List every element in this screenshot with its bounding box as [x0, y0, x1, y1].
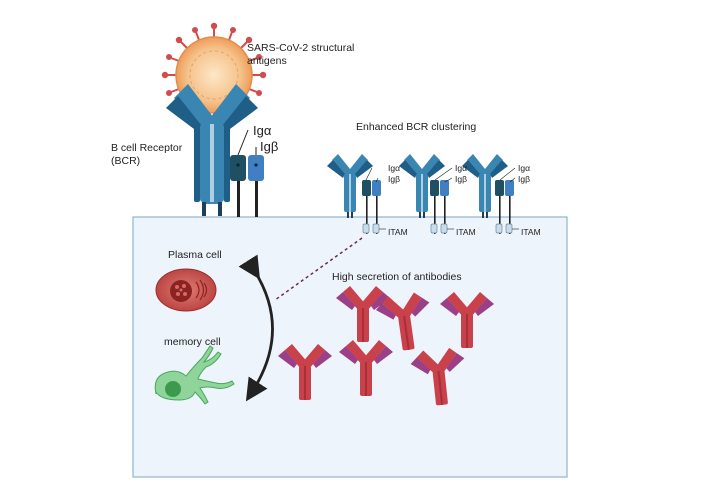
iga-label-c1: Igα — [388, 163, 400, 173]
igb-label-c1: Igβ — [388, 174, 400, 184]
b-cell-receptor-large — [166, 84, 258, 216]
virus-label-line2: antigens — [247, 55, 287, 67]
itam-label-2: ITAM — [456, 227, 476, 237]
igb-label-large: Igβ — [260, 139, 278, 154]
memory-cell-icon — [154, 345, 235, 405]
iga-label-c3: Igα — [518, 163, 530, 173]
igb-label-c2: Igβ — [455, 174, 467, 184]
bcr-cluster-3 — [462, 154, 519, 234]
bcr-label-line1: B cell Receptor — [111, 142, 183, 154]
iga-label-large: Igα — [253, 123, 272, 138]
bcr-cluster-1 — [327, 154, 386, 234]
bcr-label-line2: (BCR) — [111, 155, 140, 167]
igb-label-c3: Igβ — [518, 174, 530, 184]
iga-igb-heterodimer-large — [230, 129, 264, 217]
plasma-cell-label: Plasma cell — [168, 249, 222, 261]
clustering-label: Enhanced BCR clustering — [356, 121, 476, 133]
virus-label-line1: SARS-CoV-2 structural — [247, 42, 354, 54]
itam-label-1: ITAM — [388, 227, 408, 237]
plasma-cell-icon — [155, 268, 217, 312]
bcr-cluster-2 — [399, 154, 454, 234]
differentiation-arrow — [238, 254, 274, 402]
itam-label-3: ITAM — [521, 227, 541, 237]
iga-label-c2: Igα — [455, 163, 467, 173]
secretion-label: High secretion of antibodies — [332, 271, 462, 283]
memory-cell-label: memory cell — [164, 336, 221, 348]
